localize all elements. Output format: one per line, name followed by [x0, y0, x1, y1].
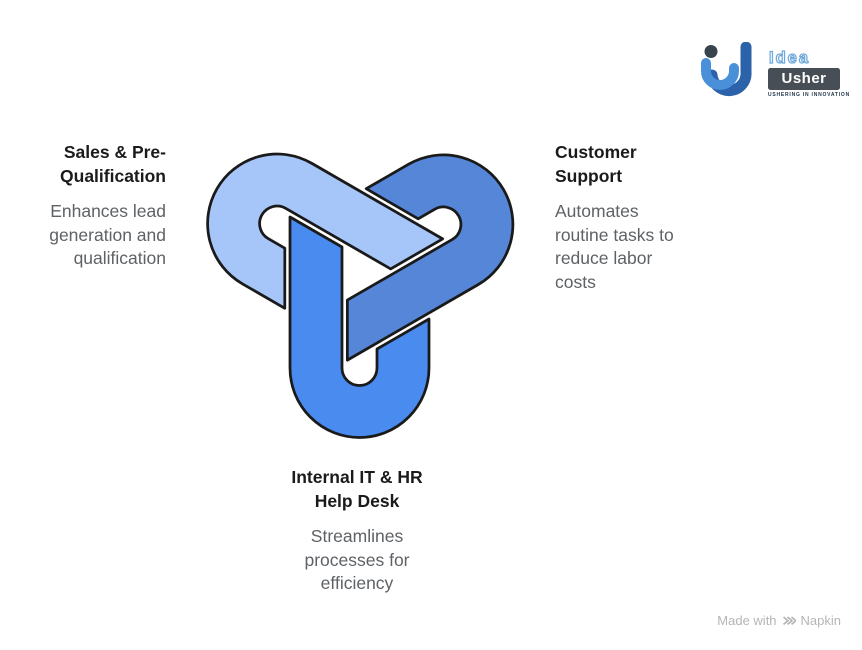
label-desc-line: Automates: [555, 201, 639, 221]
brand-word-idea-text: Idea: [769, 49, 810, 67]
label-customer-desc: Automates routine tasks to reduce labor …: [555, 200, 725, 294]
label-sales: Sales & Pre- Qualification Enhances lead…: [0, 141, 166, 271]
made-with-text: Made with: [717, 613, 777, 628]
label-title-line: Help Desk: [314, 490, 400, 511]
label-desc-line: qualification: [73, 248, 166, 268]
label-title-line: Sales & Pre-: [63, 142, 166, 162]
brand-logo: Idea Usher USHERING IN INNOVATION: [698, 40, 850, 102]
label-customer-title: Customer Support: [555, 141, 725, 188]
label-sales-title: Sales & Pre- Qualification: [0, 141, 166, 188]
label-desc-line: reduce labor: [555, 248, 653, 268]
label-desc-line: generation and: [49, 224, 166, 245]
label-helpdesk-desc: Streamlines processes for efficiency: [227, 525, 487, 596]
napkin-brand-text: Napkin: [800, 613, 841, 628]
label-sales-desc: Enhances lead generation and qualificati…: [0, 200, 166, 271]
label-title-line: Internal IT & HR: [291, 467, 423, 487]
label-title-line: Customer: [555, 142, 637, 162]
label-helpdesk: Internal IT & HR Help Desk Streamlines p…: [227, 466, 487, 596]
brand-tagline: USHERING IN INNOVATION: [768, 92, 850, 98]
made-with-napkin: Made with Napkin: [717, 613, 841, 628]
label-desc-line: Streamlines: [310, 526, 404, 546]
label-title-line: Support: [555, 165, 623, 186]
label-customer: Customer Support Automates routine tasks…: [555, 141, 725, 294]
label-helpdesk-title: Internal IT & HR Help Desk: [227, 466, 487, 513]
label-desc-line: processes for: [304, 549, 410, 570]
idea-usher-mark-icon: [701, 42, 752, 96]
napkin-logo-icon: [782, 616, 796, 626]
label-desc-line: routine tasks to: [555, 224, 674, 245]
label-title-line: Qualification: [60, 165, 166, 186]
label-desc-line: Enhances lead: [50, 201, 166, 221]
label-desc-line: efficiency: [320, 573, 394, 593]
label-desc-line: costs: [555, 271, 596, 292]
brand-word-usher: Usher: [768, 68, 840, 90]
brand-logo-text: Idea Usher USHERING IN INNOVATION: [768, 48, 850, 98]
brand-word-idea: Idea: [768, 48, 810, 67]
